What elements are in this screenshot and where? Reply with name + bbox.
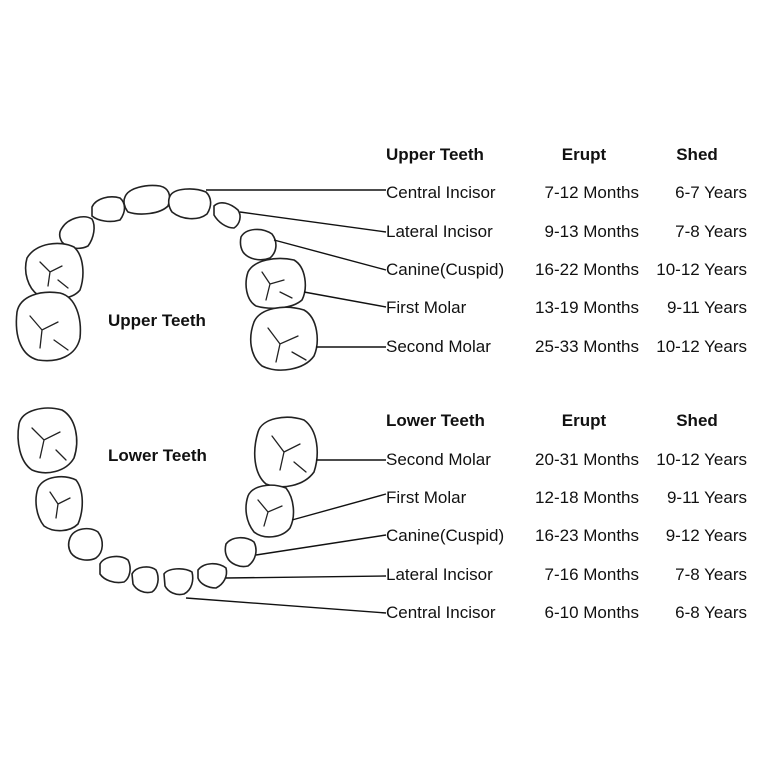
erupt-range: 25-33 Months: [535, 337, 639, 356]
leader-lower-first-molar: [291, 493, 387, 521]
upper-table-title: Upper Teeth: [386, 145, 484, 164]
tooth-name: Central Incisor: [386, 183, 496, 202]
upper-erupt-header: Erupt: [561, 145, 607, 164]
tooth-name: Second Molar: [386, 337, 491, 356]
upper-shed-header: Shed: [676, 145, 718, 164]
upper-left-first-molar: [245, 257, 307, 310]
tooth-name: Canine(Cuspid): [386, 260, 505, 279]
tooth-name: Lateral Incisor: [386, 222, 493, 241]
lower-right-second-molar: [17, 407, 78, 474]
lower-shed-header: Shed: [676, 411, 718, 430]
lower-arch: [17, 407, 318, 596]
shed-range: 10-12 Years: [656, 450, 747, 469]
upper-right-first-molar: [24, 242, 84, 300]
leader-upper-canine: [273, 239, 387, 271]
erupt-range: 7-16 Months: [544, 565, 640, 584]
upper-right-canine: [58, 216, 95, 250]
tooth-name: Lateral Incisor: [386, 565, 493, 584]
erupt-range: 20-31 Months: [535, 450, 639, 469]
shed-range: 9-11 Years: [666, 298, 747, 317]
upper-left-canine: [239, 228, 277, 261]
lower-erupt-header: Erupt: [561, 411, 607, 430]
leader-upper-lateral-incisor: [239, 211, 387, 233]
shed-range: 6-8 Years: [675, 603, 747, 622]
erupt-range: 9-13 Months: [544, 222, 640, 241]
tooth-name: Second Molar: [386, 450, 491, 469]
upper-right-lateral-incisor: [91, 196, 126, 223]
lower-left-canine: [224, 536, 257, 568]
upper-right-central-incisor: [123, 184, 171, 215]
erupt-range: 7-12 Months: [544, 183, 640, 202]
upper-left-second-molar: [249, 306, 318, 371]
upper-left-central-incisor: [167, 188, 212, 220]
lower-table-title: Lower Teeth: [386, 411, 485, 430]
upper-arch: [15, 184, 318, 371]
leader-upper-first-molar: [303, 291, 387, 308]
leader-lower-canine: [255, 534, 387, 556]
shed-range: 10-12 Years: [656, 260, 747, 279]
lower-arch-label: Lower Teeth: [108, 446, 207, 465]
erupt-range: 6-10 Months: [544, 603, 640, 622]
lower-left-lateral-incisor: [197, 562, 228, 589]
lower-left-second-molar: [253, 416, 318, 488]
erupt-range: 12-18 Months: [535, 488, 639, 507]
tooth-name: Canine(Cuspid): [386, 526, 505, 545]
shed-range: 7-8 Years: [675, 565, 747, 584]
lower-leader-lines: [185, 459, 387, 614]
shed-range: 9-11 Years: [666, 488, 747, 507]
leader-lower-central-incisor: [185, 597, 387, 614]
erupt-range: 16-23 Months: [535, 526, 639, 545]
shed-range: 9-12 Years: [665, 526, 747, 545]
shed-range: 7-8 Years: [675, 222, 747, 241]
tooth-name: First Molar: [386, 298, 467, 317]
upper-left-lateral-incisor: [213, 201, 241, 229]
erupt-range: 13-19 Months: [535, 298, 639, 317]
upper-leader-lines: [206, 189, 387, 348]
shed-range: 6-7 Years: [675, 183, 747, 202]
lower-right-canine: [67, 527, 104, 561]
lower-right-lateral-incisor: [99, 555, 131, 584]
lower-left-central-incisor: [163, 568, 194, 596]
lower-right-central-incisor: [131, 566, 159, 594]
tooth-name: First Molar: [386, 488, 467, 507]
upper-arch-label: Upper Teeth: [108, 311, 206, 330]
leader-lower-lateral-incisor: [225, 575, 387, 579]
erupt-range: 16-22 Months: [535, 260, 639, 279]
shed-range: 10-12 Years: [656, 337, 747, 356]
tooth-name: Central Incisor: [386, 603, 496, 622]
